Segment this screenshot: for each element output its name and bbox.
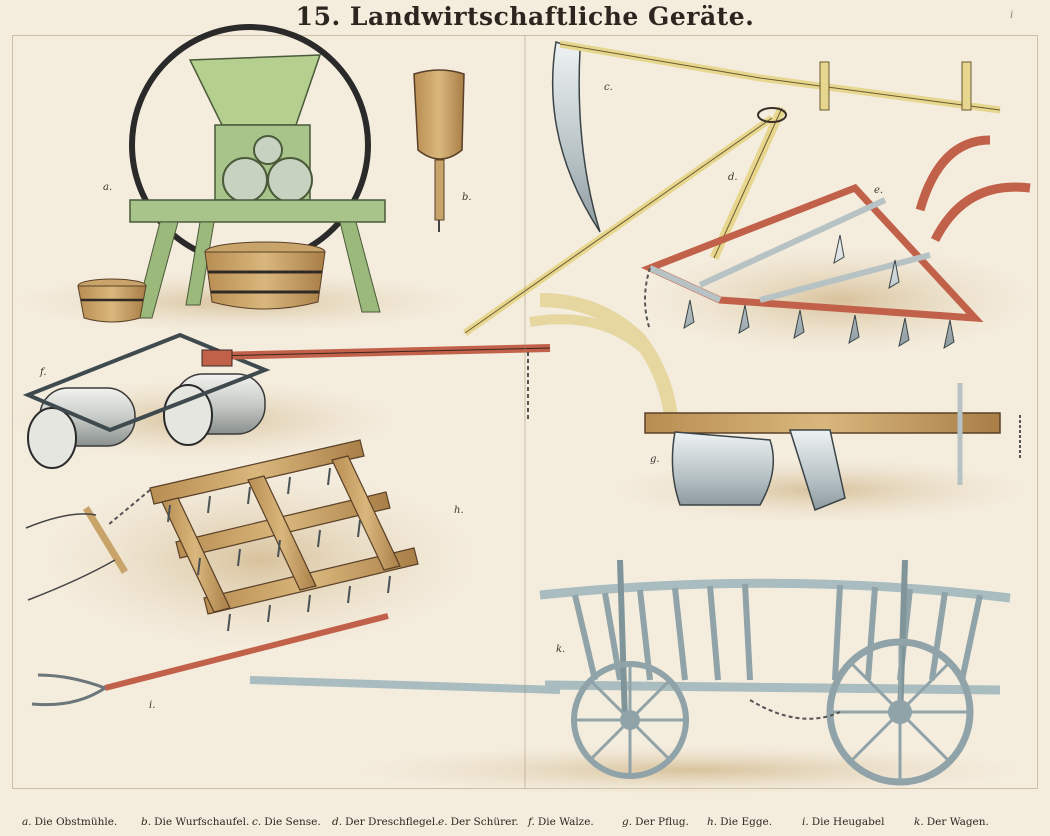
caption-i: i.Die Heugabel xyxy=(802,816,885,828)
center-fold xyxy=(524,35,526,789)
caption-d: d.Der Dreschflegel. xyxy=(332,816,439,828)
figure-letter-f: f. xyxy=(40,367,47,378)
figure-letter-c: c. xyxy=(604,82,613,93)
flail-illustration xyxy=(462,106,787,336)
page-mark: i xyxy=(1010,10,1014,21)
harrow-illustration xyxy=(25,439,419,632)
hayfork-illustration xyxy=(31,613,389,707)
figure-letter-e: e. xyxy=(874,185,884,196)
figure-letter-i: i. xyxy=(149,700,156,711)
scythe-illustration xyxy=(551,40,1001,233)
caption-line: a.Die Obstmühle. b.Die Wurfschaufel. c.D… xyxy=(10,816,1040,832)
caption-e: e.Der Schürer. xyxy=(438,816,519,828)
caption-c: c.Die Sense. xyxy=(252,816,321,828)
cultivator-illustration xyxy=(641,135,1031,350)
caption-k: k.Der Wagen. xyxy=(914,816,989,828)
figure-letter-g: g. xyxy=(650,454,660,465)
caption-f: f.Die Walze. xyxy=(528,816,594,828)
figure-letter-b: b. xyxy=(462,192,472,203)
caption-g: g.Der Pflug. xyxy=(622,816,689,828)
caption-a: a.Die Obstmühle. xyxy=(22,816,118,828)
fruit-mill-illustration xyxy=(77,24,386,323)
caption-h: h.Die Egge. xyxy=(707,816,773,828)
figure-letter-d: d. xyxy=(728,172,738,183)
figure-letter-h: h. xyxy=(454,505,464,516)
wagon-illustration xyxy=(249,559,1011,786)
plough-illustration xyxy=(529,293,1021,511)
figure-letter-k: k. xyxy=(556,644,566,655)
figure-letter-a: a. xyxy=(103,182,113,193)
caption-b: b.Die Wurfschaufel. xyxy=(141,816,250,828)
roller-illustration xyxy=(22,332,551,469)
winnowing-shovel-illustration xyxy=(413,69,465,232)
plate-title: 15. Landwirtschaftliche Geräte. xyxy=(295,2,755,31)
